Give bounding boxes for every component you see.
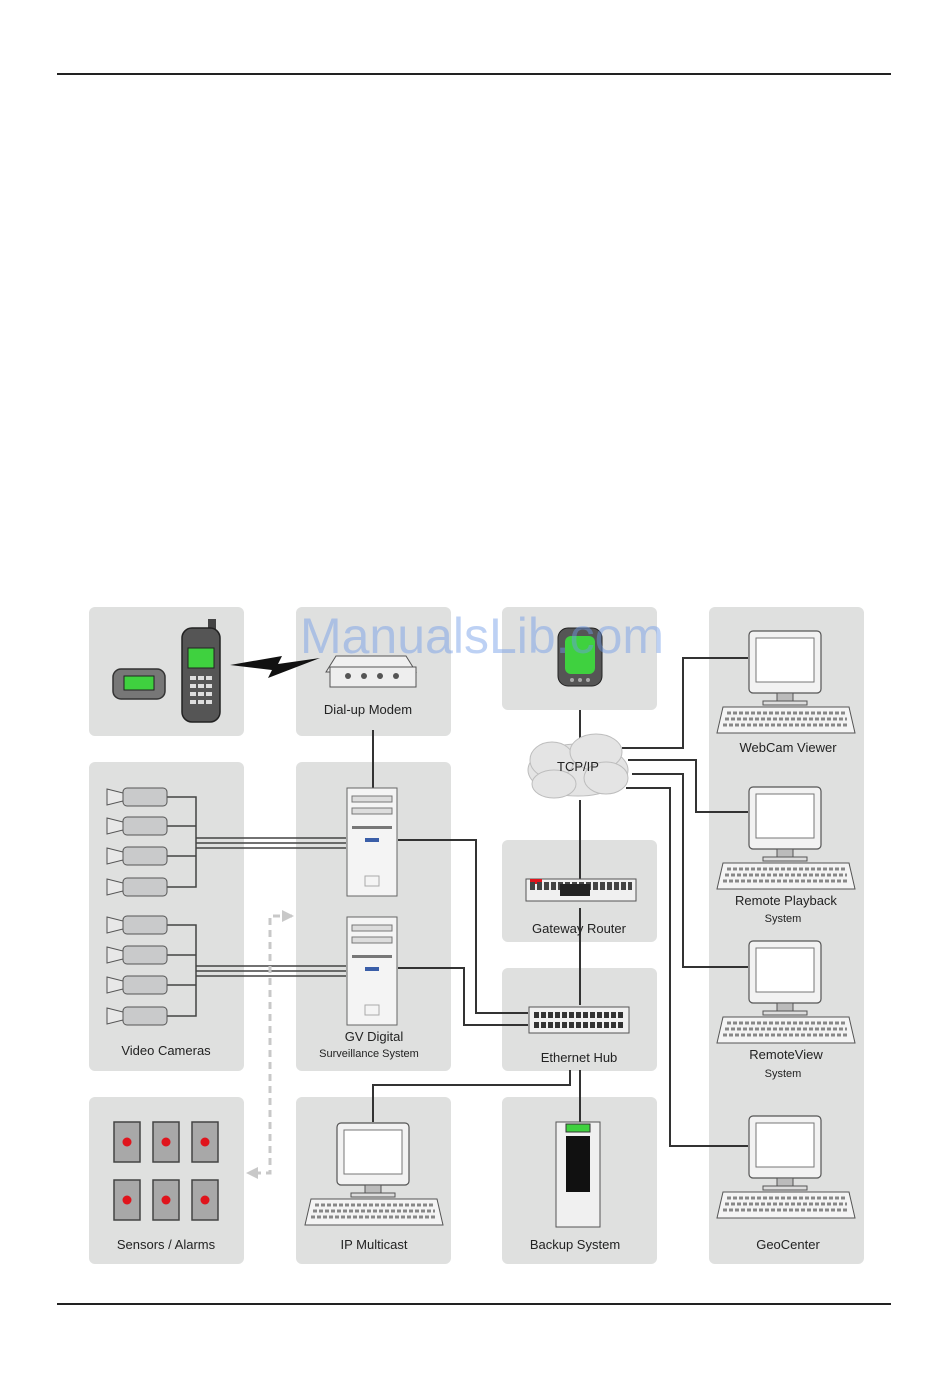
- ethernet-hub-icon: [529, 1007, 629, 1033]
- sensor-icon: [192, 1180, 218, 1220]
- panel-video-cameras: [89, 762, 244, 1071]
- gv-digital-label: GV Digital: [345, 1029, 404, 1044]
- dashed-arrow-down: [246, 1167, 258, 1179]
- remoteview-sublabel: System: [765, 1068, 802, 1080]
- cell-phone-icon: [182, 619, 220, 722]
- ip-multicast-label: IP Multicast: [341, 1237, 408, 1252]
- watermark-text: ManualsLib.com: [300, 608, 664, 664]
- remote-playback-label: Remote Playback: [735, 893, 837, 908]
- sensor-icon: [114, 1122, 140, 1162]
- sensor-icon: [153, 1122, 179, 1162]
- sensor-icon: [192, 1122, 218, 1162]
- video-cameras-label: Video Cameras: [121, 1043, 211, 1058]
- gateway-router-icon: [526, 879, 636, 901]
- sensors-alarms-label: Sensors / Alarms: [117, 1237, 216, 1252]
- tcpip-label: TCP/IP: [557, 759, 599, 774]
- ethernet-hub-label: Ethernet Hub: [541, 1050, 618, 1065]
- backup-system-icon: [556, 1122, 600, 1227]
- webcam-viewer-label: WebCam Viewer: [739, 740, 837, 755]
- gateway-router-label: Gateway Router: [532, 921, 627, 936]
- sensor-link-dashed: [250, 916, 292, 1173]
- dashed-arrow-up: [282, 910, 294, 922]
- geocenter-label: GeoCenter: [756, 1237, 820, 1252]
- gv-server-tower-icon: [347, 917, 397, 1025]
- sensor-icon: [114, 1180, 140, 1220]
- gv-digital-sublabel: Surveillance System: [319, 1048, 419, 1060]
- gv-server-tower-icon: [347, 788, 397, 896]
- remote-playback-sublabel: System: [765, 913, 802, 925]
- pager-icon: [113, 669, 165, 699]
- remoteview-label: RemoteView: [749, 1047, 823, 1062]
- backup-system-label: Backup System: [530, 1237, 620, 1252]
- dialup-modem-label: Dial-up Modem: [324, 702, 412, 717]
- sensor-icon: [153, 1180, 179, 1220]
